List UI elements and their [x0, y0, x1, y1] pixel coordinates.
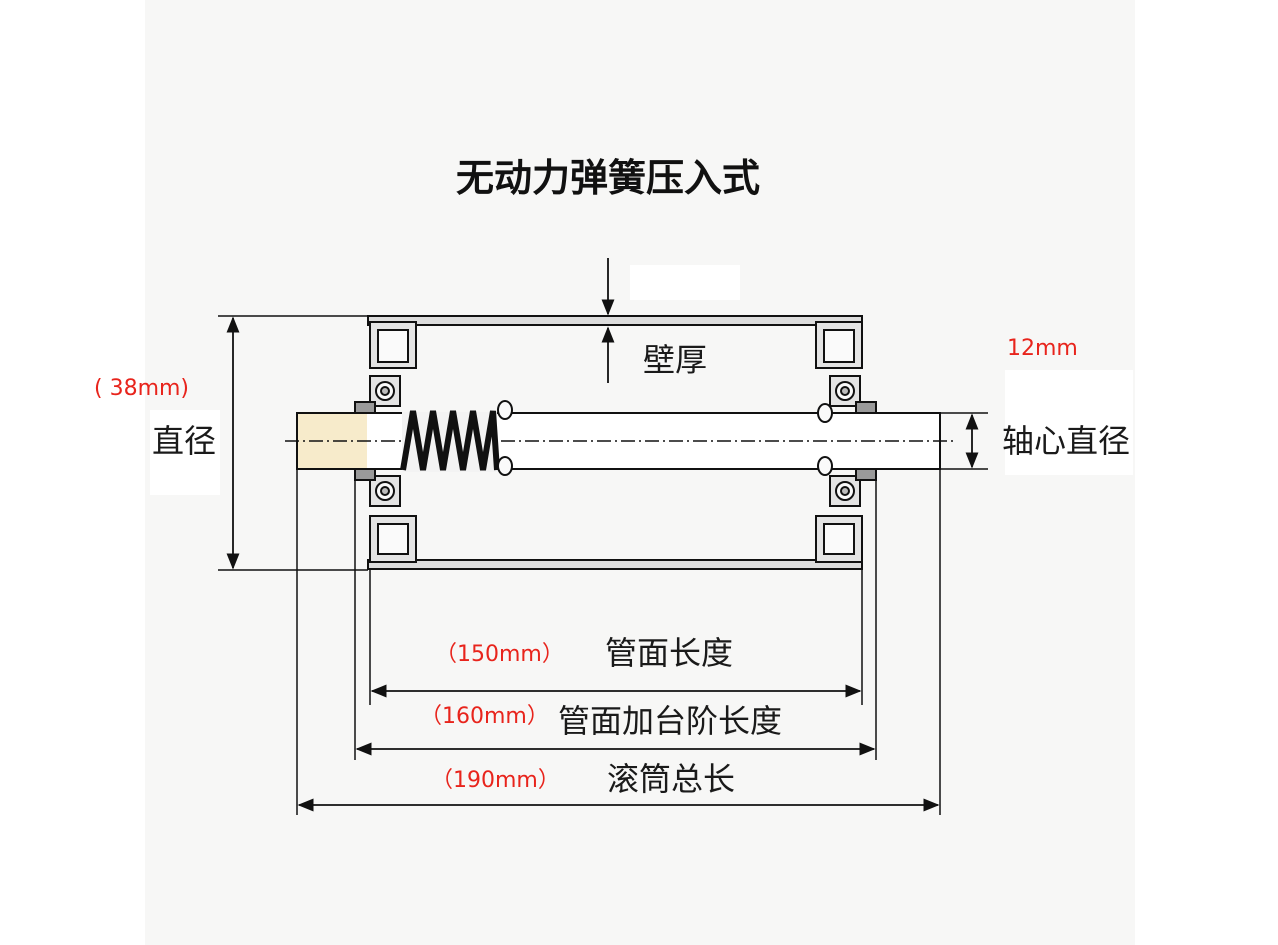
extension-lines	[218, 315, 988, 815]
roller-total-length-label: 滚筒总长	[607, 760, 736, 798]
wall-thickness-value: 12mm	[1007, 336, 1078, 361]
left-end-cap	[354, 321, 417, 563]
tube-face-step-length-label: 管面加台阶长度	[558, 702, 783, 740]
background-panel	[145, 0, 1135, 945]
shaft-diameter-label: 轴心直径	[1002, 422, 1131, 460]
label-bg-shaft	[1005, 370, 1133, 475]
right-end-cap	[815, 321, 877, 563]
roller-tube	[367, 315, 863, 570]
wall-thickness-label: 壁厚	[643, 341, 708, 379]
diameter-value: ( 38mm)	[94, 376, 190, 401]
spring	[400, 410, 500, 472]
tube-face-length-value: （150mm）	[435, 642, 564, 667]
roller-total-length-value: （190mm）	[431, 768, 560, 793]
diameter-label: 直径	[152, 422, 217, 460]
diagram-title: 无动力弹簧压入式	[456, 156, 761, 200]
label-bg-top	[630, 265, 740, 300]
retaining-rings	[497, 400, 833, 476]
label-bg-diameter	[150, 410, 220, 495]
dimension-lines	[226, 258, 979, 812]
tube-face-step-length-value: （160mm）	[420, 704, 549, 729]
tube-face-length-label: 管面长度	[605, 634, 734, 672]
